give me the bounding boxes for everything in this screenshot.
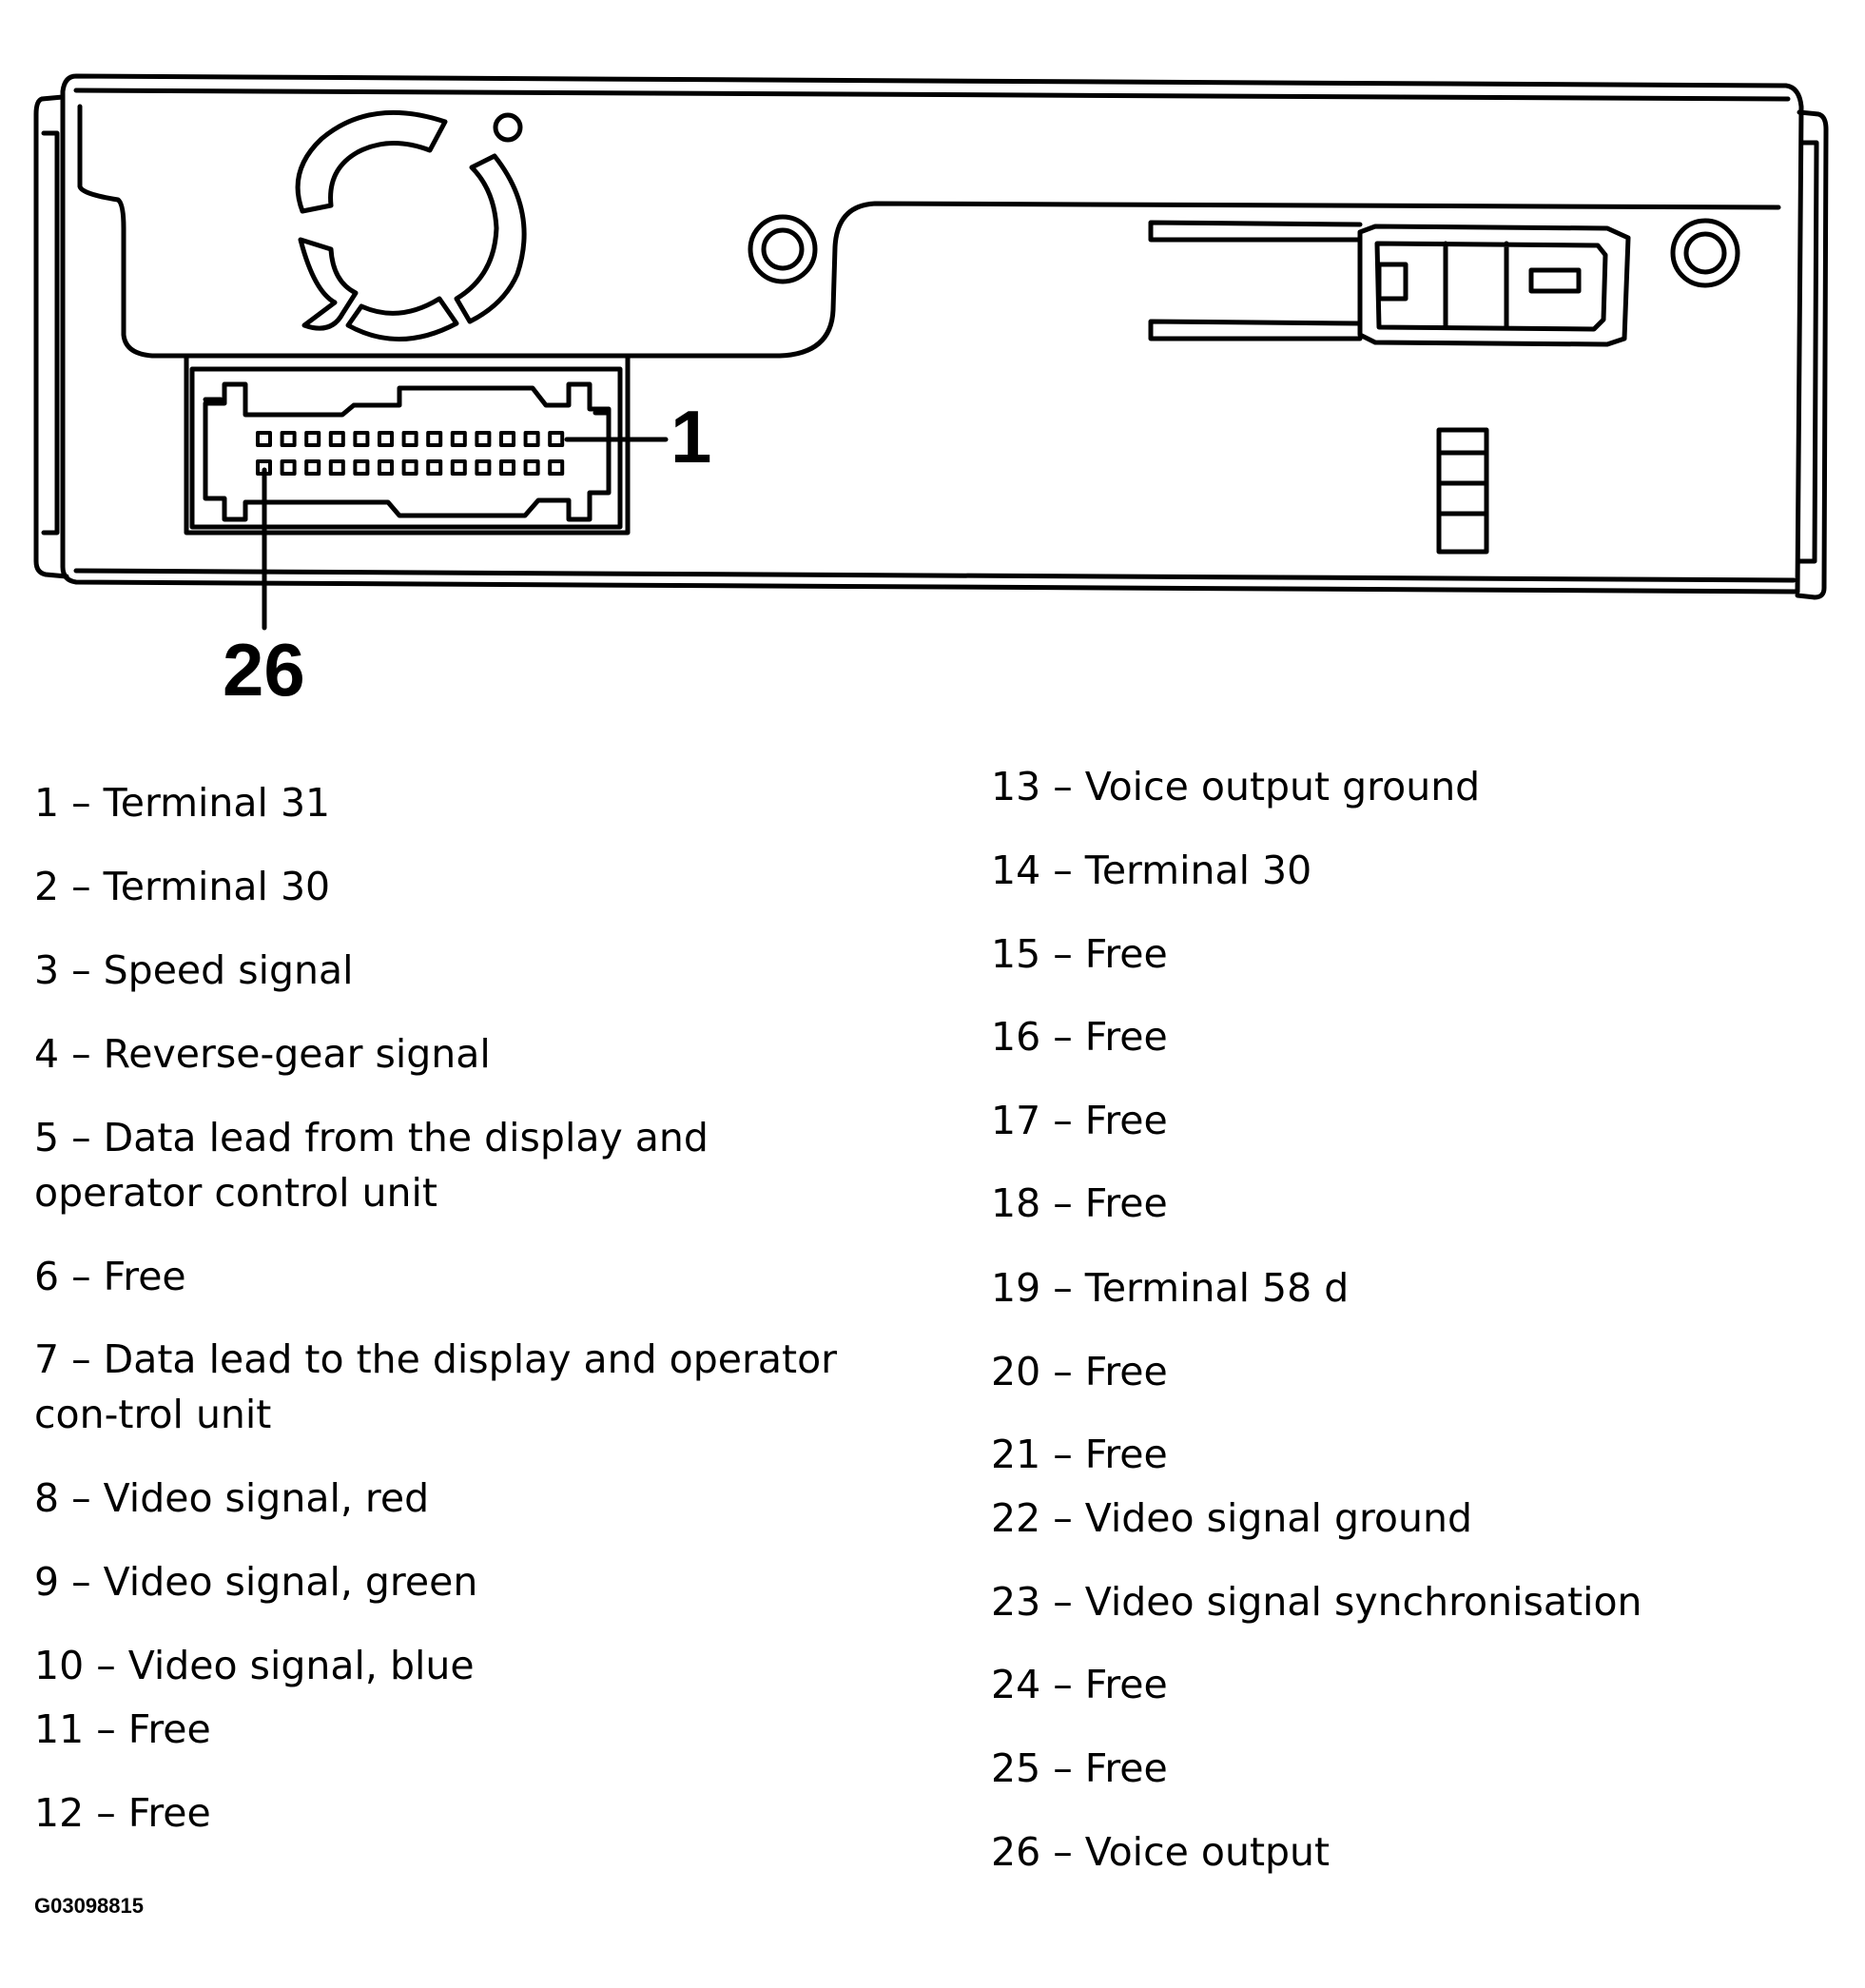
connector-pin <box>328 459 345 476</box>
pin-item: 21 – Free <box>991 1432 1168 1477</box>
release-clip-rails <box>1148 220 1363 341</box>
pin-item: 22 – Video signal ground <box>991 1495 1473 1541</box>
pin-item: 2 – Terminal 30 <box>34 864 331 909</box>
connector-pin <box>426 431 443 447</box>
pin-item: 16 – Free <box>991 1014 1168 1060</box>
left-rail-inner <box>41 130 60 536</box>
pin-item: 17 – Free <box>991 1098 1168 1143</box>
pin-item: 9 – Video signal, green <box>34 1559 478 1605</box>
fan-grille-arc-left <box>298 237 359 331</box>
release-clip-slot-right <box>1528 267 1582 294</box>
connector-pin <box>304 431 321 447</box>
connector-pin <box>475 431 492 447</box>
pin-item: 11 – Free <box>34 1706 211 1752</box>
pin-item: 12 – Free <box>34 1790 211 1836</box>
connector-pins-row-top <box>256 431 565 447</box>
right-rail-inner <box>1797 140 1819 564</box>
mounting-screw-left-head <box>761 227 805 271</box>
connector-pin <box>499 459 515 476</box>
housing-bottom-edge <box>73 568 1797 583</box>
pin-item: 25 – Free <box>991 1745 1168 1791</box>
pin-item: 14 – Terminal 30 <box>991 848 1312 893</box>
pin-item: 7 – Data lead to the display and operato… <box>34 1336 838 1437</box>
connector-pin <box>401 459 418 476</box>
connector-pin <box>450 459 467 476</box>
pin-item: 26 – Voice output <box>991 1829 1331 1875</box>
left-rail <box>33 94 69 579</box>
callout-pin-26: 26 <box>223 628 305 711</box>
mounting-screw-right-head <box>1683 231 1727 275</box>
callout-pin-1: 1 <box>670 395 712 478</box>
connector-pin <box>426 459 443 476</box>
figure-code: G03098815 <box>34 1894 144 1918</box>
pin-item: 18 – Free <box>991 1180 1168 1226</box>
connector-shroud-inner <box>189 366 623 530</box>
connector-pin <box>523 459 540 476</box>
fan-grille-arc-right <box>454 153 527 324</box>
vent-block <box>1436 427 1489 555</box>
pin-item: 6 – Free <box>34 1254 186 1299</box>
pin-item: 8 – Video signal, red <box>34 1475 430 1521</box>
connector-shroud <box>184 353 631 536</box>
connector-pin <box>304 459 321 476</box>
connector-pin <box>475 459 492 476</box>
release-clip-body <box>1357 224 1631 347</box>
connector-pin <box>328 431 345 447</box>
connector-pin <box>378 431 394 447</box>
pin-item: 23 – Video signal synchronisation <box>991 1579 1642 1625</box>
pin-item: 20 – Free <box>991 1349 1168 1394</box>
pin-item: 24 – Free <box>991 1662 1168 1707</box>
pin-item: 19 – Terminal 58 d <box>991 1265 1350 1311</box>
mounting-screw-right <box>1670 218 1740 288</box>
right-rail <box>1795 109 1829 600</box>
pin-item: 5 – Data lead from the display and opera… <box>34 1115 709 1216</box>
housing-outline <box>60 73 1804 594</box>
connector-pin <box>378 459 394 476</box>
fan-grille-arc-upper <box>295 109 448 214</box>
connector-pin <box>353 431 370 447</box>
connector-pin <box>353 459 370 476</box>
connector-pin <box>548 431 565 447</box>
fan-pin-hole <box>493 112 523 143</box>
connector-pin <box>280 431 297 447</box>
pin-item: 3 – Speed signal <box>34 947 354 993</box>
connector-pin <box>499 431 515 447</box>
pin-item: 4 – Reverse-gear signal <box>34 1031 491 1077</box>
housing-top-edge <box>73 88 1791 102</box>
connector-pin <box>401 431 418 447</box>
pin-item: 1 – Terminal 31 <box>34 780 331 826</box>
pin-item: 15 – Free <box>991 931 1168 977</box>
connector-body <box>203 381 612 522</box>
connector-pin <box>450 431 467 447</box>
release-clip-slot-left <box>1376 262 1408 302</box>
pin-item: 10 – Video signal, blue <box>34 1643 475 1688</box>
vent-block-slats <box>1436 450 1489 516</box>
rear-panel <box>77 104 1781 359</box>
pin-item: 13 – Voice output ground <box>991 764 1481 809</box>
connector-pin <box>548 459 565 476</box>
mounting-screw-left <box>748 214 818 284</box>
radio-unit-rear-diagram <box>33 73 1829 631</box>
connector-pin <box>256 431 272 447</box>
fan-grille-arc-lower <box>345 296 459 341</box>
connector-pins-row-bottom <box>256 459 565 476</box>
connector-pin <box>523 431 540 447</box>
connector-keying-tabs <box>203 397 612 416</box>
release-clip-inner <box>1374 241 1608 332</box>
connector-pin <box>280 459 297 476</box>
